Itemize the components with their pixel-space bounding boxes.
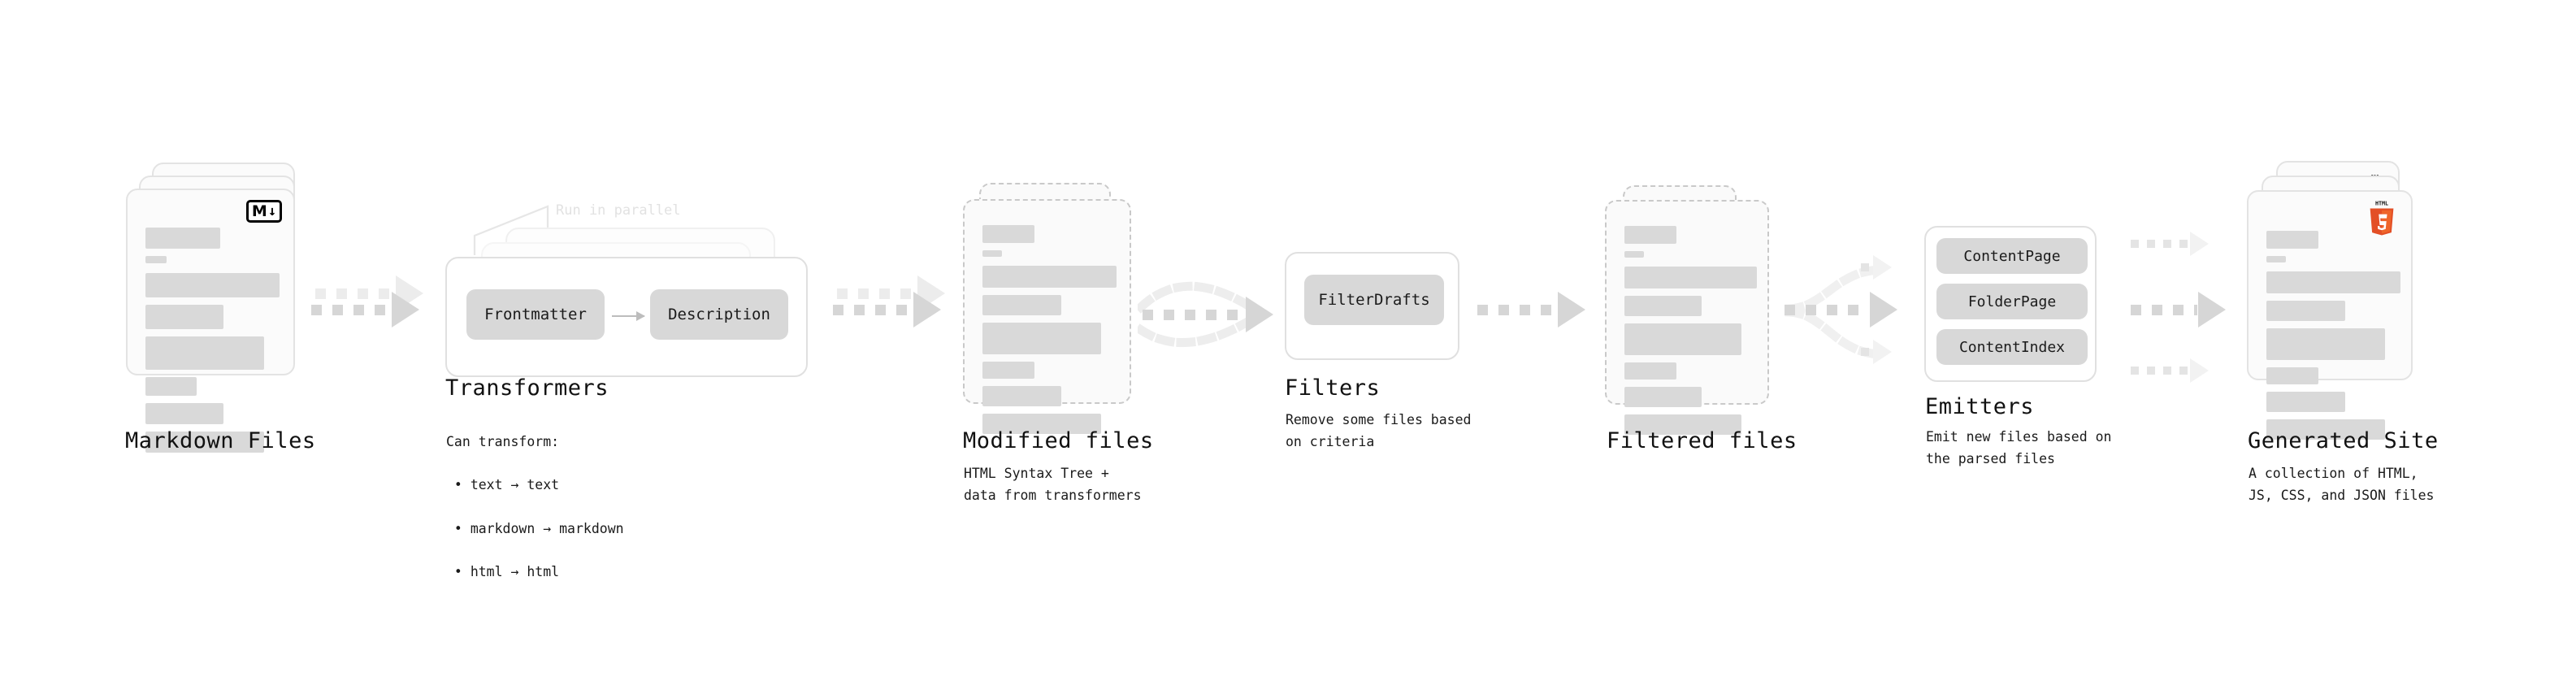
connector-arrow (1861, 255, 1892, 280)
transformers-subtitle-head: Can transform: (446, 433, 560, 449)
transformers-title: Transformers (445, 375, 609, 401)
doc-bar (2266, 419, 2385, 440)
doc-bar (145, 403, 223, 424)
doc-sheet-front (963, 199, 1131, 434)
filter-chip-filterdrafts[interactable]: FilterDrafts (1304, 275, 1444, 325)
doc-bar (2266, 392, 2345, 412)
doc-bar (145, 273, 280, 297)
doc-bar (1624, 387, 1702, 407)
doc-sheet-front: M↓ (126, 189, 295, 453)
connector-arrow (1785, 292, 1897, 327)
emitters-title: Emitters (1925, 394, 2035, 419)
connector-arrow (833, 292, 941, 327)
doc-bar (1624, 226, 1676, 244)
doc-bar (2266, 271, 2400, 293)
connector-merge (1138, 281, 1266, 348)
doc-bar (1624, 296, 1702, 316)
doc-bar (145, 228, 220, 249)
filtered-files-title: Filtered files (1607, 428, 1798, 453)
connector-arrow (1477, 292, 1585, 327)
filters-panel: FilterDrafts (1285, 252, 1459, 360)
doc-body (982, 225, 1117, 441)
emitter-chip-contentindex[interactable]: ContentIndex (1936, 329, 2088, 365)
doc-bar (145, 377, 197, 396)
filters-title: Filters (1285, 375, 1381, 401)
emitter-chip-contentpage[interactable]: ContentPage (1936, 238, 2088, 274)
doc-body (145, 228, 280, 460)
doc-bar (1624, 251, 1644, 258)
markdown-icon: M↓ (246, 200, 282, 223)
connector-arrow (1143, 297, 1273, 332)
generated-site-title: Generated Site (2248, 428, 2439, 453)
doc-bar (982, 362, 1034, 379)
markdown-icon-letter: M (251, 202, 267, 220)
doc-bar (982, 386, 1061, 406)
doc-sheet-front (1605, 200, 1769, 435)
doc-body (1624, 226, 1757, 442)
doc-bar (1624, 267, 1757, 288)
doc-bar (982, 414, 1101, 434)
doc-bar (145, 432, 264, 453)
markdown-files-title: Markdown Files (125, 428, 316, 453)
emitters-subtitle: Emit new files based on the parsed files (1926, 429, 2112, 466)
transformers-subtitle-item: • text → text (446, 477, 560, 493)
modified-files-subtitle: HTML Syntax Tree + data from transformer… (964, 466, 1142, 503)
transform-flow-arrow (612, 311, 645, 321)
doc-bar (2266, 328, 2385, 360)
doc-bar (2266, 256, 2286, 262)
doc-bar (982, 266, 1117, 288)
connector-arrow (311, 292, 419, 327)
transformers-subtitle-item: • markdown → markdown (446, 520, 624, 536)
doc-bar (145, 256, 167, 263)
doc-bar (982, 323, 1101, 354)
doc-body (2266, 231, 2400, 447)
run-in-parallel-bracket (473, 205, 549, 255)
connector-arrow (2131, 292, 2226, 327)
connector-arrow (2131, 232, 2209, 256)
doc-bar (982, 295, 1061, 315)
doc-bar (982, 225, 1034, 243)
doc-bar (145, 336, 264, 370)
doc-bar (1624, 323, 1741, 355)
doc-bar (2266, 301, 2345, 321)
run-in-parallel-label: Run in parallel (556, 202, 681, 219)
doc-bar (1624, 414, 1741, 435)
doc-bar (982, 250, 1002, 257)
generated-site-subtitle: A collection of HTML, JS, CSS, and JSON … (2249, 466, 2435, 503)
connector-arrow (1861, 340, 1892, 364)
doc-bar (1624, 362, 1676, 380)
filters-subtitle: Remove some files based on criteria (1286, 412, 1472, 449)
svg-text:HTML: HTML (2375, 201, 2388, 207)
emitters-panel: ContentPage FolderPage ContentIndex (1924, 226, 2097, 382)
connector-arrow (2131, 358, 2209, 383)
emitter-chip-folderpage[interactable]: FolderPage (1936, 284, 2088, 319)
transformer-chip-frontmatter[interactable]: Frontmatter (466, 289, 605, 340)
transformers-subtitle-item: • html → html (446, 564, 560, 580)
modified-files-title: Modified files (963, 428, 1154, 453)
doc-bar (2266, 367, 2318, 384)
transformer-panel-front: Frontmatter Description (445, 257, 808, 377)
transformers-subtitle: Can transform: • text → text • markdown … (446, 410, 624, 605)
doc-bar (2266, 231, 2318, 249)
markdown-icon-arrow: ↓ (267, 202, 277, 219)
doc-bar (145, 305, 223, 329)
html5-icon: HTML (2370, 201, 2394, 236)
transformer-chip-description[interactable]: Description (650, 289, 788, 340)
doc-sheet-front: HTML (2247, 190, 2413, 440)
